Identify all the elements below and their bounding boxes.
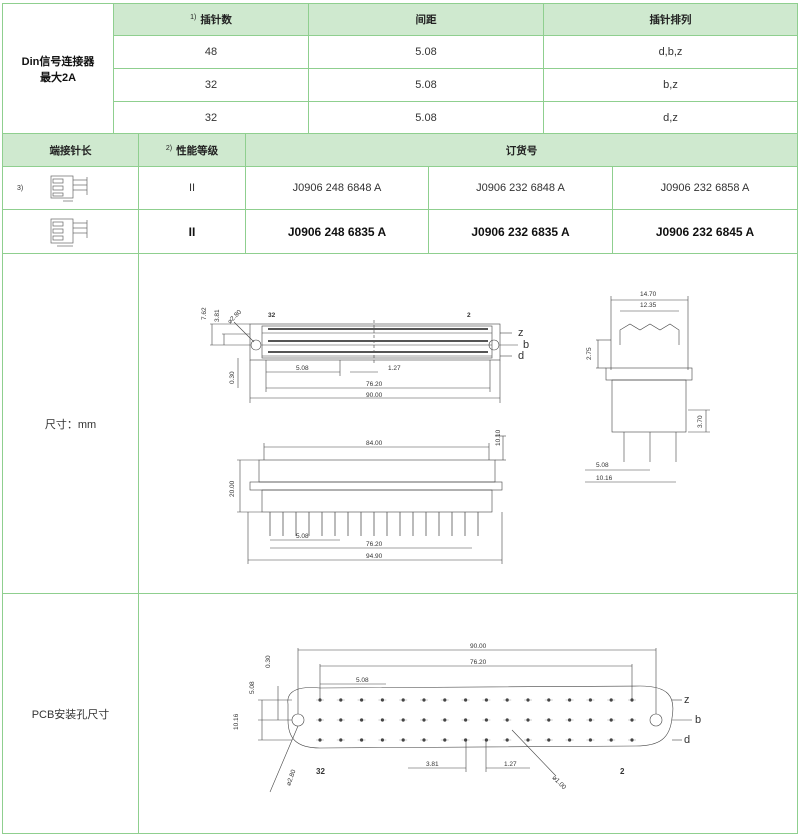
header-pin-count: 1) 插针数 bbox=[114, 3, 309, 36]
spec-cell: 48 bbox=[114, 36, 309, 69]
header-pin-layout: 插针排列 bbox=[544, 3, 798, 36]
pcb-pin-right: 2 bbox=[620, 767, 625, 776]
pcb-dim-5-08-left: 5.08 bbox=[249, 681, 256, 694]
pcb-dim-3-81: 3.81 bbox=[426, 761, 439, 768]
side-dim-5-08: 5.08 bbox=[596, 462, 609, 469]
dim-12-35: 12.35 bbox=[640, 302, 657, 309]
pcb-dim-90-00: 90.00 bbox=[470, 643, 487, 650]
pcb-dim-1-27: 1.27 bbox=[504, 761, 517, 768]
row-d-label: d bbox=[518, 350, 524, 362]
dim-20-00: 20.00 bbox=[229, 480, 236, 497]
pcb-drawing-cell bbox=[139, 594, 798, 834]
dimension-label: 尺寸：mm bbox=[44, 418, 97, 431]
bottom-dim-5-08: 5.08 bbox=[296, 533, 309, 540]
pcb-label-cell: PCB安装孔尺寸 bbox=[2, 594, 139, 834]
spec-cell: 32 bbox=[114, 102, 309, 134]
pcb-dim-10-16: 10.16 bbox=[233, 713, 240, 730]
pcb-row-z: z bbox=[684, 694, 690, 706]
spec-cell: 5.08 bbox=[309, 36, 544, 69]
terminal-length-icon bbox=[50, 175, 88, 202]
connector-type-line2: 最大2A bbox=[39, 71, 77, 84]
dim-0-30: 0.30 bbox=[229, 371, 236, 384]
dim-2-75: 2.75 bbox=[586, 347, 593, 360]
spec-cell: d,z bbox=[544, 102, 798, 134]
header-performance-grade: 2) 性能等级 bbox=[139, 134, 246, 167]
pcb-dim-5-08-top: 5.08 bbox=[356, 677, 369, 684]
footnote-3: 3) bbox=[17, 184, 24, 192]
footnote-1: 1) bbox=[190, 14, 197, 21]
row-z-label: z bbox=[518, 327, 524, 339]
row-b-label: b bbox=[523, 339, 529, 351]
dim-84-00: 84.00 bbox=[366, 440, 383, 447]
dimension-drawing-cell bbox=[139, 254, 798, 594]
spec-cell: 32 bbox=[114, 69, 309, 102]
side-dim-10-16: 10.16 bbox=[596, 475, 613, 482]
spec-cell: d,b,z bbox=[544, 36, 798, 69]
pcb-row-d: d bbox=[684, 734, 690, 746]
pcb-dim-dia-1-00: ⌀1.00 bbox=[551, 774, 568, 791]
header-pin-count-label: 插针数 bbox=[200, 14, 232, 26]
connector-type-line1: Din信号连接器 bbox=[21, 55, 95, 68]
order-code-cell: J0906 248 6835 A bbox=[246, 210, 429, 254]
pcb-label: PCB安装孔尺寸 bbox=[31, 708, 110, 721]
header-order-number-label: 订货号 bbox=[505, 144, 538, 157]
dim-3-70: 3.70 bbox=[697, 415, 704, 428]
order-code-cell: J0906 232 6835 A bbox=[429, 210, 613, 254]
pcb-pin-left: 32 bbox=[316, 767, 325, 776]
dim-5-08: 5.08 bbox=[296, 365, 309, 372]
dimension-drawing: 32 2 7.62 3.81 ⌀2.80 0.30 5.08 1.27 76.2… bbox=[201, 291, 710, 564]
terminal-length-cell bbox=[2, 210, 139, 254]
pcb-dim-0-30: 0.30 bbox=[265, 655, 272, 668]
order-code-cell: J0906 248 6848 A bbox=[246, 167, 429, 210]
header-pitch-label: 间距 bbox=[415, 14, 437, 26]
dim-3-81: 3.81 bbox=[214, 309, 221, 322]
pcb-dim-76-20: 76.20 bbox=[470, 659, 487, 666]
pcb-dim-dia-2-80: ⌀2.80 bbox=[285, 768, 297, 786]
bottom-dim-76-20: 76.20 bbox=[366, 541, 383, 548]
dim-10-10: 10.10 bbox=[495, 429, 502, 446]
order-code-cell: J0906 232 6845 A bbox=[613, 210, 798, 254]
front-pin-left: 32 bbox=[268, 312, 276, 319]
header-terminal-length-label: 端接针长 bbox=[49, 144, 92, 157]
order-code-cell: J0906 232 6848 A bbox=[429, 167, 613, 210]
header-pitch: 间距 bbox=[309, 3, 544, 36]
footnote-2: 2) bbox=[165, 144, 173, 152]
grade-cell: II bbox=[139, 167, 246, 210]
order-code-cell: J0906 232 6858 A bbox=[613, 167, 798, 210]
header-order-number: 订货号 bbox=[246, 134, 798, 167]
spec-cell: b,z bbox=[544, 69, 798, 102]
dimension-label-cell: 尺寸：mm bbox=[2, 254, 139, 594]
terminal-length-icon bbox=[50, 218, 87, 246]
pcb-drawing: 90.00 76.20 5.08 0.30 5.08 10.16 ⌀2.80 3… bbox=[233, 643, 701, 793]
bottom-dim-94-90: 94.90 bbox=[366, 553, 383, 560]
connector-type-cell: Din信号连接器 最大2A bbox=[2, 3, 114, 134]
pcb-row-b: b bbox=[695, 714, 701, 726]
dim-14-70: 14.70 bbox=[640, 291, 657, 298]
spec-cell: 5.08 bbox=[309, 102, 544, 134]
terminal-length-cell: 3) bbox=[2, 167, 139, 210]
front-pin-right: 2 bbox=[467, 312, 471, 319]
dim-76-20: 76.20 bbox=[366, 381, 383, 388]
dim-1-27: 1.27 bbox=[388, 365, 401, 372]
spec-cell: 5.08 bbox=[309, 69, 544, 102]
dim-7-62: 7.62 bbox=[201, 307, 208, 320]
header-terminal-length: 端接针长 bbox=[2, 134, 139, 167]
header-performance-grade-label: 性能等级 bbox=[176, 144, 219, 157]
grade-cell: II bbox=[139, 210, 246, 254]
dim-90-00: 90.00 bbox=[366, 392, 383, 399]
header-pin-layout-label: 插针排列 bbox=[649, 14, 692, 26]
